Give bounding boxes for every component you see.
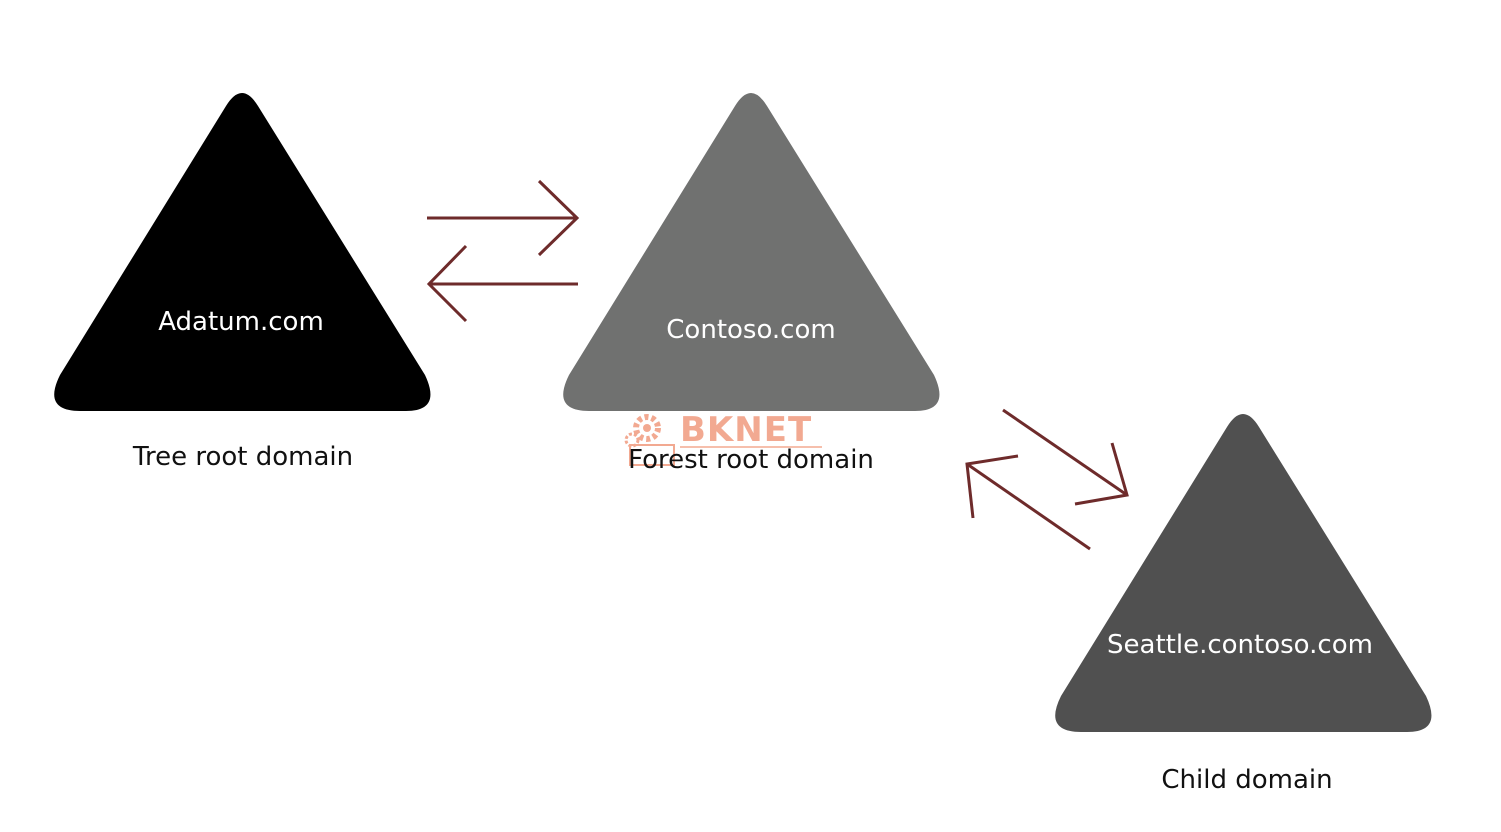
watermark-logo: BKNET — [624, 410, 822, 466]
forest-root-domain-label: Contoso.com — [666, 315, 835, 345]
trust-arrow-contoso-to-adatum — [426, 244, 578, 323]
child-domain-caption: Child domain — [1161, 765, 1332, 795]
trust-arrow-contoso-to-seattle — [1002, 408, 1129, 506]
tree-root-domain-label: Adatum.com — [158, 307, 324, 337]
forest-root-domain-caption: Forest root domain — [628, 445, 874, 475]
trust-arrow-seattle-to-contoso — [965, 454, 1091, 551]
forest-root-domain-triangle — [563, 93, 940, 411]
forest-root-domain-node: Contoso.com — [563, 93, 940, 411]
tree-root-domain-triangle — [54, 93, 431, 411]
child-domain-node: Seattle.contoso.com Child domain — [1055, 414, 1432, 795]
gear-icon — [624, 414, 675, 466]
watermark-text: BKNET — [680, 410, 812, 450]
child-domain-triangle — [1055, 414, 1432, 732]
tree-root-domain-caption: Tree root domain — [132, 442, 353, 472]
tree-root-domain-node: Adatum.com Tree root domain — [54, 93, 431, 472]
trust-arrow-adatum-to-contoso — [427, 179, 580, 257]
child-domain-label: Seattle.contoso.com — [1107, 630, 1373, 660]
